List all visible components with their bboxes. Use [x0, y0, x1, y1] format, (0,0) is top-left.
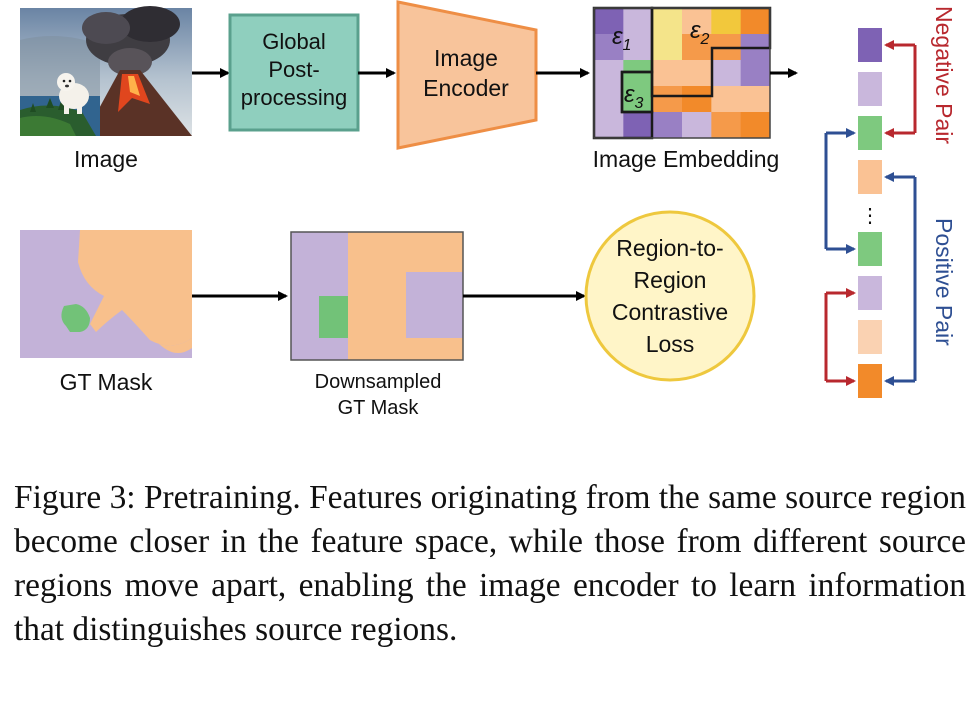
embedding-cell	[623, 112, 654, 139]
feature-square-3	[858, 116, 882, 150]
embedding-cell	[652, 60, 683, 87]
feature-square-7	[858, 320, 882, 354]
negative-pair-label: Negative Pair	[931, 6, 957, 144]
downsampled-gt-mask	[291, 232, 463, 360]
feature-square-4	[858, 160, 882, 194]
embedding-cell	[682, 112, 712, 139]
embedding-cell	[682, 8, 712, 35]
embedding-cell	[623, 8, 654, 35]
epsilon-2-label: ε2	[690, 17, 710, 48]
embedding-cell	[594, 8, 624, 35]
pretraining-diagram: Image Global Post- processing Image Enco…	[20, 0, 957, 419]
gt-mask-label: GT Mask	[60, 369, 153, 395]
input-image	[20, 6, 192, 136]
embedding-cell	[740, 112, 771, 139]
epsilon-1-label: ε1	[612, 23, 631, 54]
embedding-cell	[740, 86, 771, 113]
embedding-cell	[652, 112, 683, 139]
loss-label-line1: Region-to-	[616, 235, 723, 261]
embedding-cell	[594, 112, 624, 139]
embedding-cell	[652, 86, 683, 113]
embedding-cell	[682, 34, 712, 61]
postprocessing-label-line2: Post-	[268, 57, 319, 82]
loss-label-line4: Loss	[646, 331, 695, 357]
contrastive-loss-circle	[584, 210, 756, 382]
epsilon-3-label: ε3	[624, 81, 644, 112]
figure-caption: Figure 3: Pretraining. Features originat…	[14, 479, 966, 648]
loss-label-line2: Region	[634, 267, 707, 293]
embedding-cell	[682, 60, 712, 87]
feature-square-5	[858, 232, 882, 266]
encoder-label-line1: Image	[434, 45, 498, 71]
embedding-cell	[711, 86, 742, 113]
loss-label-line3: Contrastive	[612, 299, 728, 325]
embedding-cell	[740, 8, 771, 35]
embedding-cell	[740, 60, 771, 87]
encoder-label-line2: Encoder	[423, 75, 509, 101]
image-embedding-grid	[594, 8, 771, 139]
embedding-cell	[594, 86, 624, 113]
embedding-cell	[682, 86, 712, 113]
embedding-cell	[652, 34, 683, 61]
image-encoder-block	[396, 0, 538, 150]
positive-pair-arrow-left	[824, 131, 848, 251]
embedding-cell	[711, 8, 742, 35]
feature-square-8	[858, 364, 882, 398]
embedding-cell	[594, 60, 624, 87]
region-outline-e3	[620, 70, 654, 114]
postprocessing-label-line3: processing	[241, 85, 347, 110]
embedding-cell	[623, 86, 654, 113]
negative-pair-arrow-top	[893, 43, 917, 135]
gt-mask-image	[20, 230, 192, 358]
embedding-cell	[711, 112, 742, 139]
downsampled-label-line2: GT Mask	[338, 397, 420, 419]
positive-pair-label: Positive Pair	[931, 218, 957, 346]
feature-ellipsis: ⋮	[860, 205, 880, 227]
embedding-cell	[711, 60, 742, 87]
embedding-cell	[594, 34, 624, 61]
image-label: Image	[74, 146, 138, 172]
feature-square-1	[858, 28, 882, 62]
positive-pair-arrow-right	[893, 175, 917, 383]
feature-square-2	[858, 72, 882, 106]
embedding-cell	[623, 34, 654, 61]
downsampled-label-line1: Downsampled	[315, 371, 442, 393]
postprocessing-label-line1: Global	[262, 29, 326, 54]
negative-pair-arrow-bottom	[824, 291, 848, 383]
embedding-cell	[652, 8, 683, 35]
dog-figure	[57, 73, 89, 114]
image-embedding-label: Image Embedding	[593, 146, 780, 172]
feature-square-6	[858, 276, 882, 310]
